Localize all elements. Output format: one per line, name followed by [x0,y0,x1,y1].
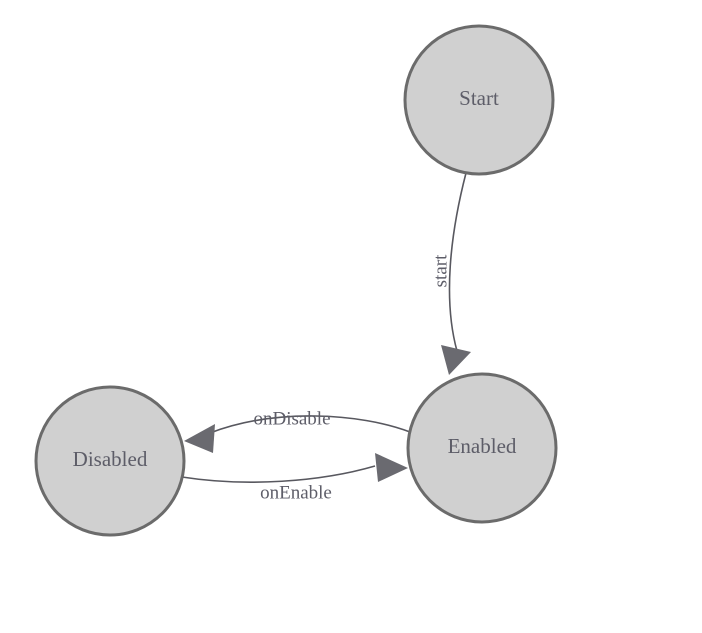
edge-enabled-to-disabled[interactable]: onDisable [184,408,411,453]
edge-disabled-to-enabled-path [181,465,376,483]
edge-start-to-enabled-label: start [430,254,451,287]
edge-start-to-enabled-path [448,172,467,352]
node-disabled-label: Disabled [73,447,148,471]
edge-start-to-enabled[interactable]: start [430,172,471,375]
node-disabled[interactable]: Disabled [34,385,186,537]
node-disabled-circle [34,385,186,537]
node-enabled[interactable]: Enabled [406,372,558,524]
edge-enabled-to-disabled-arrowhead [184,424,215,453]
edge-enabled-to-disabled-label: onDisable [253,408,330,429]
node-start[interactable]: Start [403,24,555,176]
edge-disabled-to-enabled[interactable]: onEnable [181,453,408,503]
node-enabled-circle [406,372,558,524]
edge-start-to-enabled-arrowhead [441,345,471,375]
edge-disabled-to-enabled-label: onEnable [260,482,332,503]
edge-disabled-to-enabled-arrowhead [375,453,408,482]
node-enabled-label: Enabled [448,434,517,458]
node-start-label: Start [459,86,499,110]
node-start-circle [403,24,555,176]
edge-enabled-to-disabled-path [209,415,411,434]
